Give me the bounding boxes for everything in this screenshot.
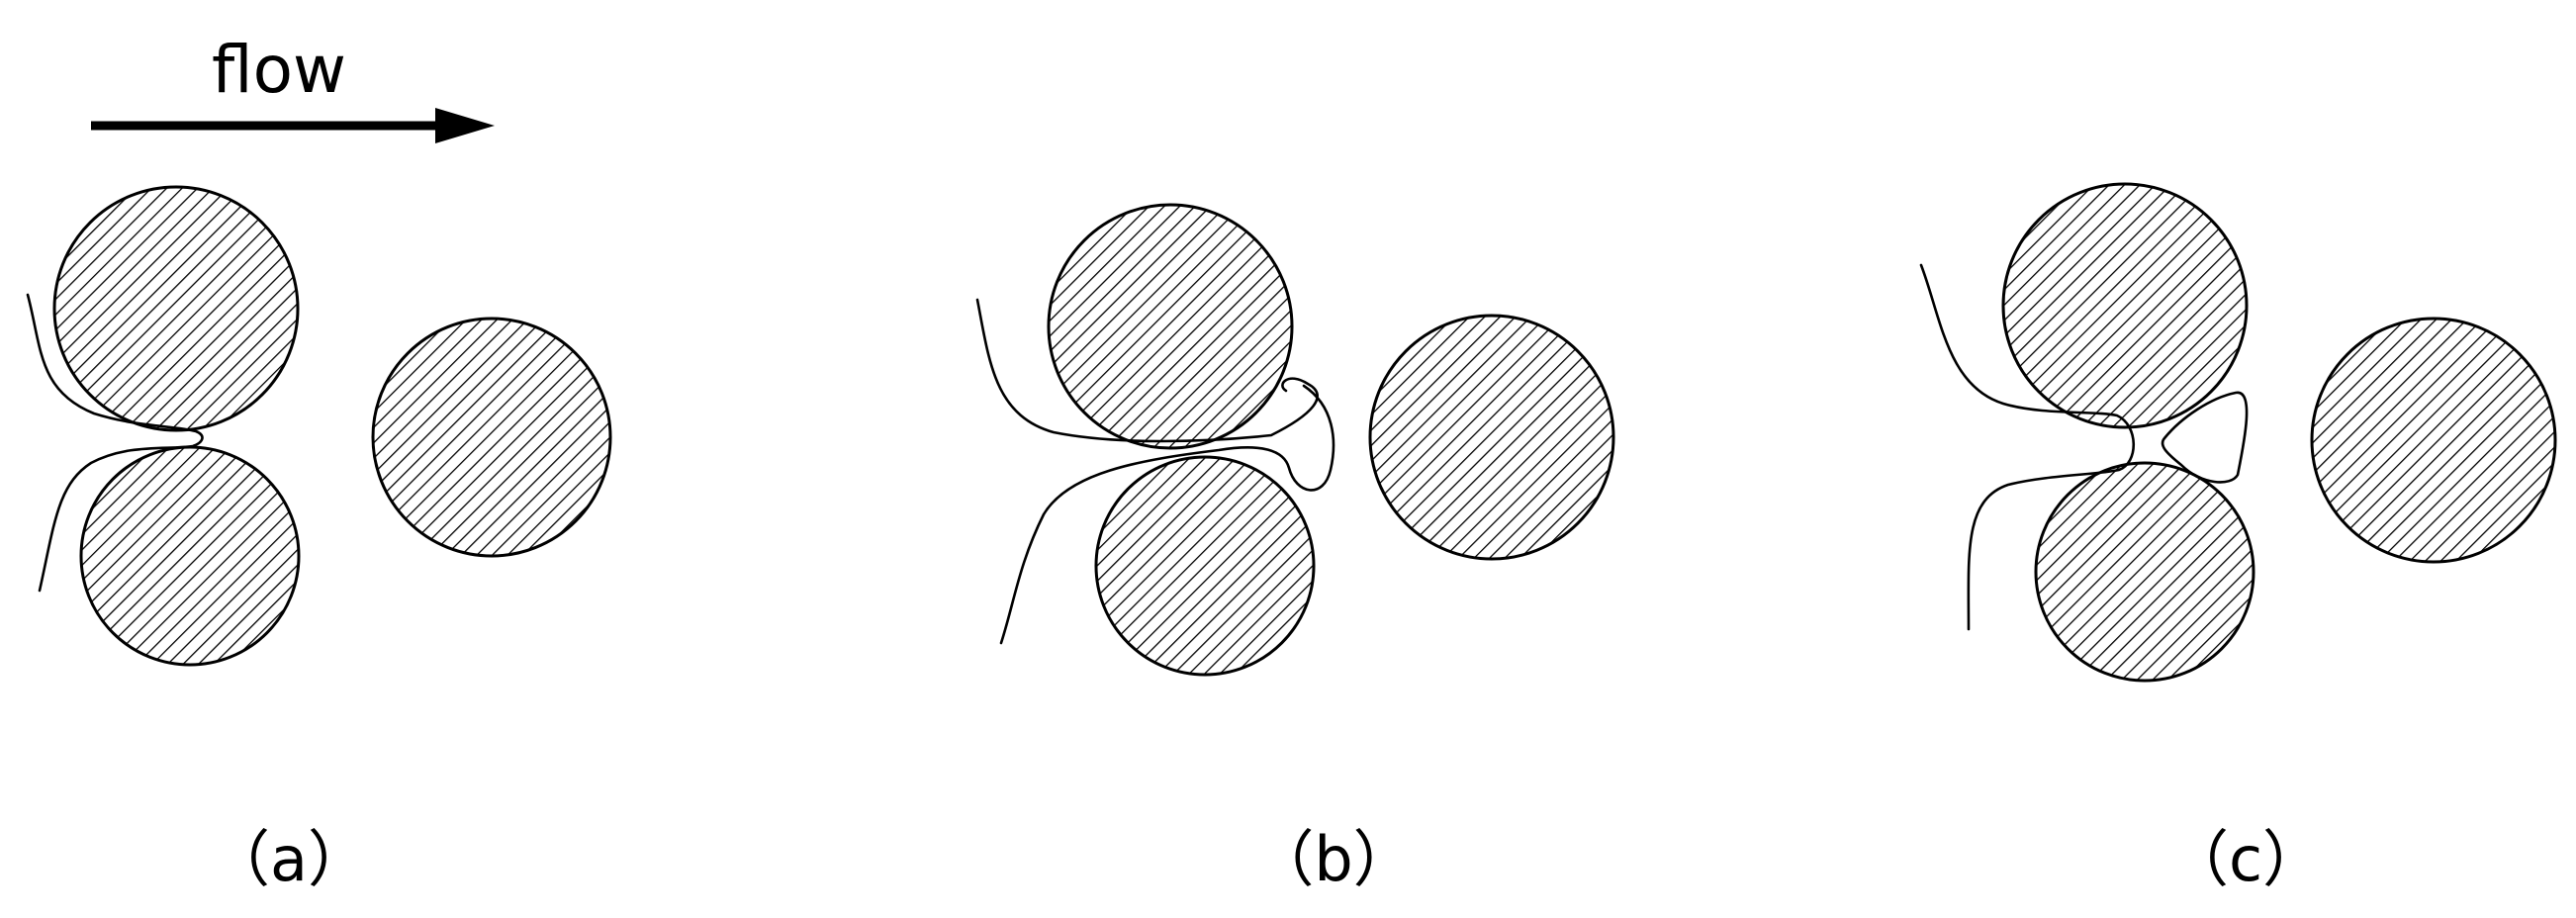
flow-label: flow [212,32,346,108]
panel-label-a: （a） [209,823,369,895]
grain-right [371,317,612,558]
fluid-interface-left [1919,263,2136,631]
flow-indicator: flow [91,32,495,143]
grain-top [1047,203,1294,450]
panel-c [1919,182,2557,683]
grain-bottom [79,445,301,667]
fluid-interface [975,298,1335,645]
grain-top [2001,182,2249,429]
panel-label-b: （b） [1252,823,1414,895]
flow-arrow-icon [91,108,495,143]
panel-label-c: （c） [2167,823,2324,895]
grain-right [2310,317,2557,564]
fluid-interface [26,293,204,593]
panel-b [975,203,1615,677]
grain-right [1368,314,1615,561]
grain-bottom [2034,461,2255,683]
grain-bottom [1094,455,1316,677]
panel-a [26,185,612,667]
isolated-fluid-ganglion [2161,391,2249,484]
grain-top [52,185,300,432]
